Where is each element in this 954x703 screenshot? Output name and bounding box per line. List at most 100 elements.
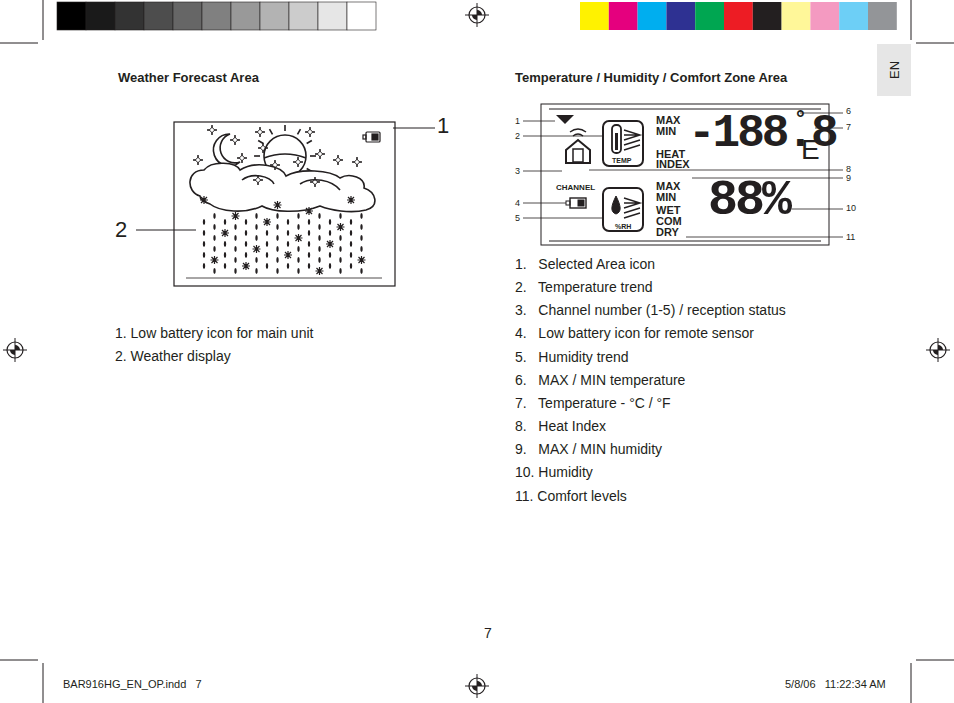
raindrop [339,213,341,219]
raindrop [276,224,278,230]
raindrop [287,219,289,225]
grey-swatch [318,2,347,30]
callout-number: 3 [515,167,520,176]
raindrop [318,246,320,252]
callout-number: 2 [115,219,127,241]
lcd-text: DRY [656,227,679,238]
raindrop [255,235,257,241]
raindrop [297,224,299,230]
raindrop [350,241,352,247]
callout-number: 5 [515,214,520,223]
lcd-text: CHANNEL [556,184,595,192]
lcd-text: MAX [656,181,680,192]
section-heading: Temperature / Humidity / Comfort Zone Ar… [515,71,787,84]
snowflake [305,207,313,215]
sun-ray [284,125,286,131]
raindrop [213,224,215,230]
raindrop [224,252,226,258]
reg-fill [10,345,20,355]
color-swatch [609,2,638,30]
lcd-text: ° [796,108,805,130]
raindrop [203,241,205,247]
raindrop [224,219,226,225]
snowflake [221,229,229,237]
grey-swatch [231,2,260,30]
page-text: 1. Selected Area icon [515,257,655,271]
raindrop [255,268,257,274]
raindrop [360,213,362,219]
star [352,157,362,167]
star [305,127,315,137]
page-text: 6. MAX / MIN temperature [515,373,685,387]
registration-marks [3,3,950,698]
star [310,177,320,187]
callout-number: 10 [846,204,856,213]
raindrop [339,257,341,263]
raindrop [213,235,215,241]
callout-number: 2 [515,132,520,141]
lcd-panel [174,122,395,286]
raindrop [234,224,236,230]
raindrop [329,263,331,269]
raindrop [308,252,310,258]
raindrop [318,224,320,230]
star [258,143,268,153]
raindrop [266,241,268,247]
snowflake [253,245,261,253]
raindrop [339,246,341,252]
raindrop [297,257,299,263]
raindrop [318,213,320,219]
color-swatch [839,2,868,30]
raindrop [297,246,299,252]
raindrop [213,246,215,252]
raindrop [266,252,268,258]
color-swatch [753,2,782,30]
callout-number: 11 [846,233,855,242]
star [333,155,343,165]
lcd-text: INDEX [656,159,690,170]
raindrop [255,224,257,230]
sun-ray [254,155,260,157]
callout-number: 9 [846,174,851,183]
raindrop [213,213,215,219]
lcd-text: WET [656,205,680,216]
page-text: 5/8/06 11:22:34 AM [785,679,886,690]
lcd-text: %RH [615,223,631,230]
raindrop [234,257,236,263]
raindrop [360,235,362,241]
page-text: 7. Temperature - °C / °F [515,396,671,410]
raindrop [276,235,278,241]
star [207,125,217,135]
grey-swatch [144,2,173,30]
snowflake [337,223,345,231]
reg-fill [472,10,482,20]
language-tab: EN [877,44,911,96]
legend-item: 1. Low battery icon for main unit [115,326,313,340]
color-swatch [868,2,897,30]
snowflake [242,262,250,270]
snowflake [358,256,366,264]
page-text: 10. Humidity [515,465,593,479]
raindrop [245,230,247,236]
raindrop [308,219,310,225]
page-text: 3. Channel number (1-5) / reception stat… [515,303,786,317]
raindrop [308,230,310,236]
lcd-text: E [801,136,820,164]
tab-label: EN [888,61,901,79]
color-swatch [666,2,695,30]
page-text: 8. Heat Index [515,419,606,433]
snowflake [211,256,219,264]
snowflake [263,218,271,226]
raindrop [203,230,205,236]
raindrop [234,246,236,252]
star [315,149,325,159]
snowflake [316,267,324,275]
page-text: 4. Low battery icon for remote sensor [515,326,754,340]
raindrop [203,252,205,258]
lcd-text: MAX [656,115,680,126]
section-heading: Weather Forecast Area [118,71,259,84]
reg-fill [472,681,482,691]
raindrop [308,241,310,247]
grey-swatch [173,2,202,30]
sun-ray [310,155,316,157]
